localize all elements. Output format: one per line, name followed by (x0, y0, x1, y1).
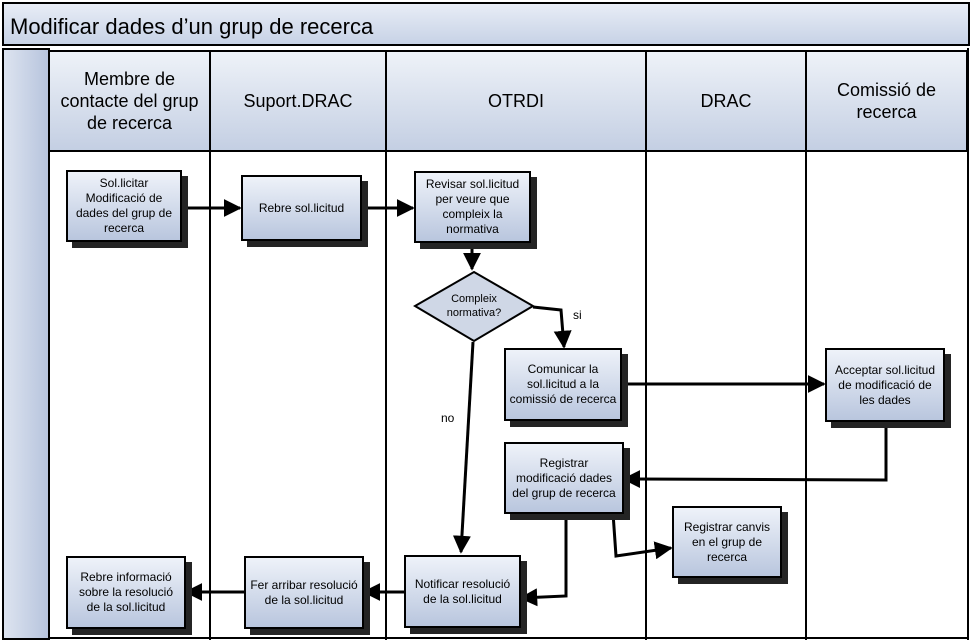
decision-label: Compleix normativa? (446, 293, 502, 319)
lane-divider (805, 152, 807, 640)
decision-diamond (413, 270, 535, 343)
lane-divider (48, 152, 50, 640)
arrow-decision-no (452, 341, 475, 554)
step-registrar-canvis: Registrar canvis en el grup de recerca (672, 506, 782, 578)
arrow-registrar-to-canvis (611, 512, 673, 560)
branch-no-label: no (441, 411, 455, 425)
arrow-acceptar-to-registrar (622, 424, 888, 489)
pool-side-bar (2, 48, 50, 640)
step-registrar-modificacio: Registrar modificació dades del grup de … (504, 442, 624, 514)
step-sollicitar: Sol.licitar Modificació de dades del gru… (66, 170, 182, 242)
step-rebre-sollicitud: Rebre sol.licitud (241, 175, 362, 241)
step-revisar: Revisar sol.licitud per veure que comple… (414, 171, 531, 243)
step-notificar: Notificar resolució de la sol.licitud (404, 555, 521, 628)
lane-divider (385, 152, 387, 640)
lane-header-drac: DRAC (645, 50, 807, 152)
step-comunicar: Comunicar la sol.licitud a la comissió d… (504, 348, 622, 421)
diagram-title: Modificar dades d’un grup de recerca (2, 2, 970, 46)
step-acceptar: Acceptar sol.licitud de modificació de l… (825, 348, 945, 422)
lane-divider (209, 152, 211, 640)
arrow-decision-yes (532, 305, 572, 349)
step-fer-arribar: Fer arribar resolució de la sol.licitud (244, 556, 364, 629)
arrow-registrar-to-notificar (519, 513, 568, 607)
branch-yes-label: si (573, 308, 582, 322)
lane-divider (645, 152, 647, 640)
lane-header-membre: Membre de contacte del grup de recerca (48, 50, 211, 152)
lane-header-comissio: Comissió de recerca (805, 50, 968, 152)
step-rebre-informacio: Rebre informació sobre la resolució de l… (66, 556, 186, 629)
